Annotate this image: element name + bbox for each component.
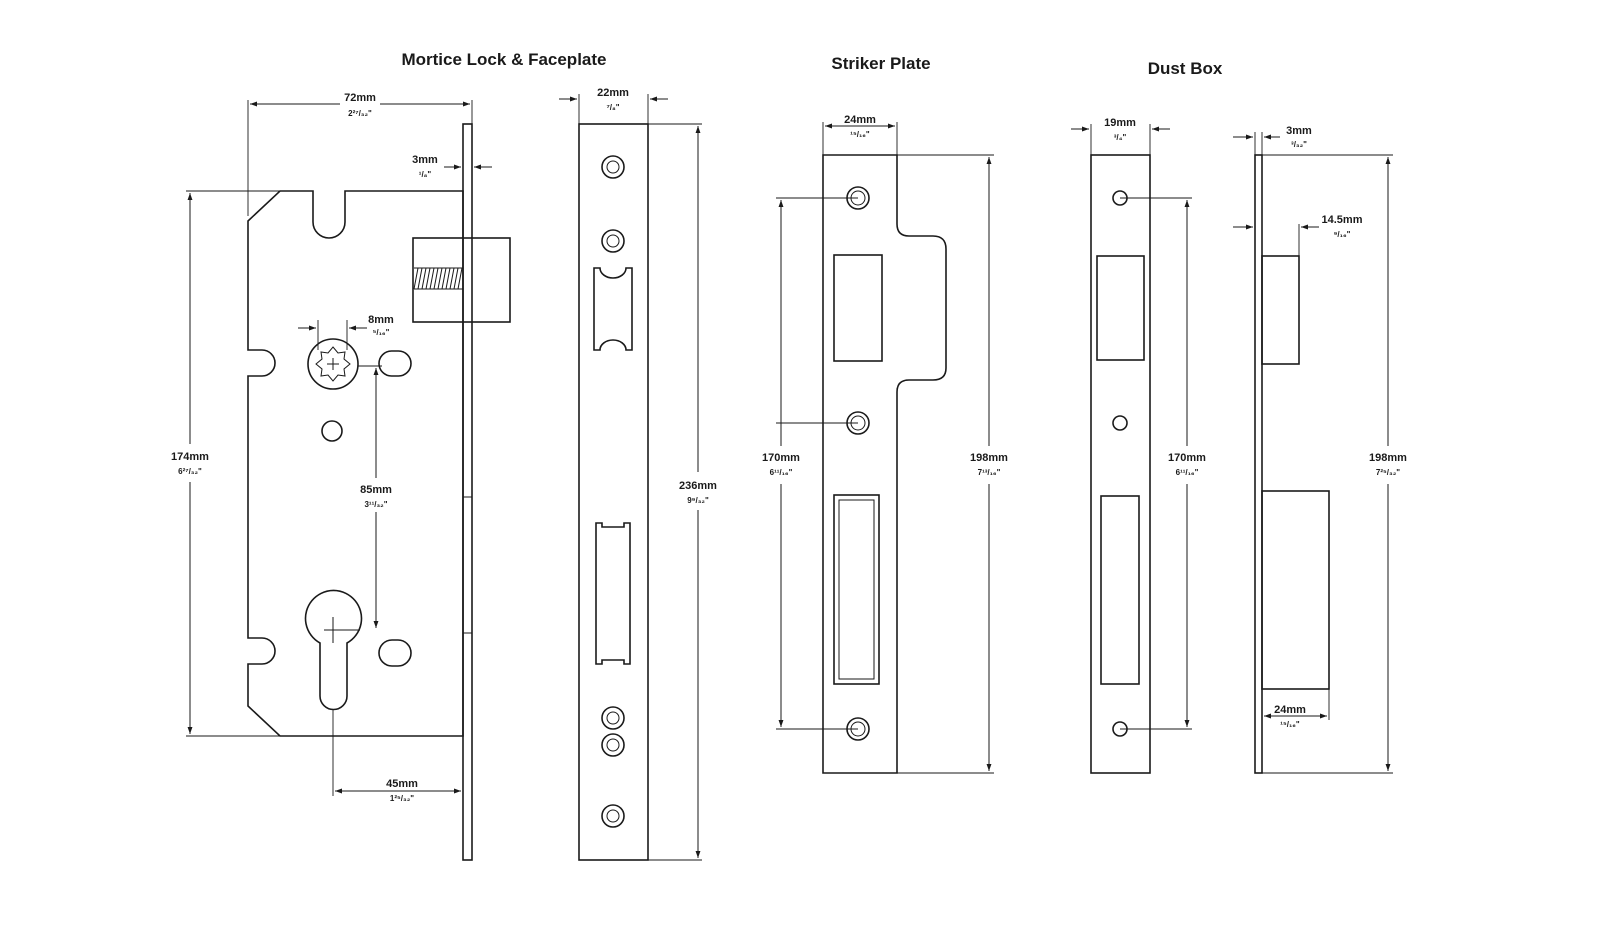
dim-backset-mm: 45mm bbox=[386, 778, 418, 790]
dim-backset: 45mm 1²⁵/₃₂" bbox=[332, 710, 461, 803]
euro-cylinder-cutout bbox=[304, 589, 363, 711]
dim-dust-holes-mm: 170mm bbox=[1168, 452, 1206, 464]
dim-lock-height-mm: 174mm bbox=[171, 451, 209, 463]
spindle-hub bbox=[307, 338, 359, 390]
latch-spring bbox=[413, 267, 463, 290]
dim-dust-length-mm: 198mm bbox=[1369, 452, 1407, 464]
dim-dust-length: 198mm 7²⁵/₃₂" bbox=[1262, 154, 1407, 774]
dim-spindle: 8mm ⁵/₁₆" bbox=[298, 314, 394, 350]
dim-spindle-mm: 8mm bbox=[368, 314, 394, 326]
dim-faceplate-width-in: ⁷/₈" bbox=[606, 103, 619, 112]
dim-spindle-in: ⁵/₁₆" bbox=[373, 328, 390, 337]
latch-bolt bbox=[412, 237, 511, 323]
dim-dust-box-width-in: ¹⁵/₁₆" bbox=[1280, 720, 1300, 729]
dim-dust-thickness: 3mm ³/₃₂" bbox=[1233, 125, 1312, 155]
lock-body bbox=[247, 190, 464, 737]
dim-dust-thickness-in: ³/₃₂" bbox=[1291, 140, 1307, 149]
dim-centres-mm: 85mm bbox=[360, 484, 392, 496]
dim-faceplate-length: 236mm 9⁹/₃₂" bbox=[648, 123, 717, 861]
mortice-lock-title: Mortice Lock & Faceplate bbox=[401, 50, 606, 69]
dim-striker-length: 198mm 7¹³/₁₆" bbox=[897, 154, 1008, 774]
dust-box-title: Dust Box bbox=[1148, 59, 1223, 78]
striker-plate bbox=[822, 154, 947, 774]
dim-dust-thickness-mm: 3mm bbox=[1286, 125, 1312, 137]
dim-faceplate-thickness-in: ¹/₈" bbox=[419, 170, 432, 179]
dim-dust-box-width: 24mm ¹⁵/₁₆" bbox=[1264, 689, 1330, 729]
lock-slot-upper bbox=[378, 350, 412, 377]
dim-centres-in: 3¹¹/₃₂" bbox=[364, 500, 387, 509]
dim-lock-height: 174mm 6²⁷/₃₂" bbox=[171, 190, 280, 737]
dim-striker-holes-mm: 170mm bbox=[762, 452, 800, 464]
dim-faceplate-length-mm: 236mm bbox=[679, 480, 717, 492]
dim-dust-box-depth: 14.5mm ⁹/₁₆" bbox=[1233, 214, 1363, 256]
dim-dust-width-in: ³/₄" bbox=[1114, 133, 1127, 142]
dim-striker-length-in: 7¹³/₁₆" bbox=[978, 468, 1001, 477]
dim-striker-width: 24mm ¹⁵/₁₆" bbox=[822, 114, 898, 155]
faceplate-front bbox=[578, 123, 649, 861]
dim-dust-box-depth-mm: 14.5mm bbox=[1322, 214, 1363, 226]
dim-dust-width-mm: 19mm bbox=[1104, 117, 1136, 129]
dim-backset-in: 1²⁵/₃₂" bbox=[390, 794, 414, 803]
dim-lock-width-in: 2²⁷/₃₂" bbox=[348, 109, 372, 118]
lock-screw-hole bbox=[321, 420, 343, 442]
lock-slot-lower bbox=[378, 639, 412, 667]
dim-dust-box-width-mm: 24mm bbox=[1274, 704, 1306, 716]
dim-dust-holes-in: 6¹¹/₁₆" bbox=[1176, 468, 1199, 477]
dim-striker-holes: 170mm 6¹¹/₁₆" bbox=[762, 197, 858, 730]
lock-faceplate-edge bbox=[462, 123, 473, 861]
dim-lock-height-in: 6²⁷/₃₂" bbox=[178, 467, 202, 476]
dim-faceplate-thickness: 3mm ¹/₈" bbox=[412, 154, 492, 179]
dim-dust-box-depth-in: ⁹/₁₆" bbox=[1334, 230, 1351, 239]
dim-lock-width: 72mm 2²⁷/₃₂" bbox=[247, 92, 473, 216]
dust-box-front bbox=[1090, 154, 1151, 774]
dim-faceplate-length-in: 9⁹/₃₂" bbox=[687, 496, 709, 505]
dim-striker-width-mm: 24mm bbox=[844, 114, 876, 126]
dim-faceplate-width-mm: 22mm bbox=[597, 87, 629, 99]
dim-lock-width-mm: 72mm bbox=[344, 92, 376, 104]
dim-striker-length-mm: 198mm bbox=[970, 452, 1008, 464]
dim-faceplate-width: 22mm ⁷/₈" bbox=[559, 87, 668, 124]
dim-dust-holes: 170mm 6¹¹/₁₆" bbox=[1120, 197, 1206, 730]
dim-faceplate-thickness-mm: 3mm bbox=[412, 154, 438, 166]
dust-box-side bbox=[1254, 154, 1330, 774]
dim-dust-length-in: 7²⁵/₃₂" bbox=[1376, 468, 1400, 477]
dim-striker-width-in: ¹⁵/₁₆" bbox=[850, 130, 870, 139]
dim-dust-width: 19mm ³/₄" bbox=[1071, 117, 1170, 155]
dim-centres: 85mm 3¹¹/₃₂" bbox=[358, 365, 392, 628]
dim-striker-holes-in: 6¹¹/₁₆" bbox=[770, 468, 793, 477]
striker-plate-title: Striker Plate bbox=[831, 54, 930, 73]
